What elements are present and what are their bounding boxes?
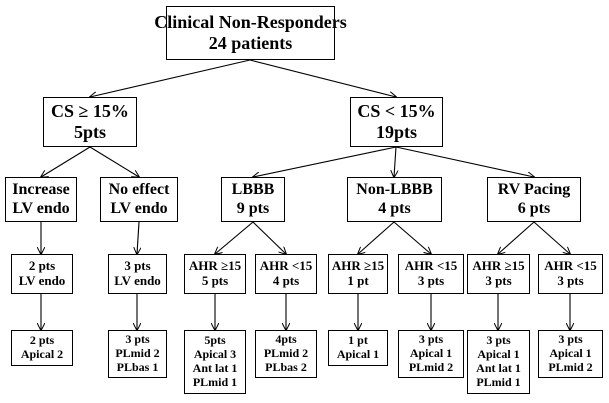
- node-noeffect-result: 3 pts PLmid 2 PLbas 1: [108, 330, 167, 378]
- node-noeffect-line-1: No effect: [108, 181, 170, 199]
- node-rv-lo-line-2: 3 pts: [557, 273, 584, 288]
- node-non-lo-res-line-2: Apical 1: [409, 346, 453, 361]
- node-rv-lo-res-line-1: 3 pts: [558, 332, 583, 347]
- edge-cs-low-to-nonlbbb: [394, 146, 396, 177]
- node-rvpacing-line-2: 6 pts: [517, 199, 551, 217]
- edge-cs-high-to-increase: [41, 146, 91, 177]
- node-lbbb-lo-line-2: 4 pts: [272, 273, 300, 288]
- node-nonlbbb-line-2: 4 pts: [378, 199, 411, 217]
- node-lbbb-line-1: LBBB: [231, 181, 275, 199]
- edge-cs-low-to-rvpacing: [395, 146, 534, 177]
- node-inc-pts-line-1: 2 pts: [28, 258, 56, 274]
- node-non-ahr-low: AHR <15 3 pts: [398, 254, 464, 294]
- node-lbbb-low-result: 4pts PLmid 2 PLbas 2: [255, 330, 317, 378]
- node-root-line-2: 24 patients: [208, 33, 293, 53]
- node-increase-pts: 2 pts LV endo: [11, 254, 73, 294]
- node-noeffect-line-2: LV endo: [110, 199, 168, 217]
- node-non-low-result: 3 pts Apical 1 PLmid 2: [398, 330, 464, 378]
- node-non-hi-res-line-1: 1 pt: [348, 333, 368, 348]
- node-rv-ahr-high: AHR ≥15 3 pts: [467, 254, 530, 294]
- node-inc-res-line-1: 2 pts: [29, 333, 55, 348]
- node-non-ahr-high: AHR ≥15 1 pt: [328, 254, 388, 294]
- node-rv-hi-line-2: 3 pts: [485, 273, 512, 288]
- node-lbbb-hi-res-line-3: Ant lat 1: [192, 361, 238, 375]
- node-noeffect-pts: 3 pts LV endo: [108, 254, 167, 294]
- node-inc-res-line-2: Apical 2: [20, 347, 64, 361]
- node-rv-hi-res-line-1: 3 pts: [486, 333, 511, 348]
- node-cs-high-line-1: CS ≥ 15%: [51, 101, 129, 122]
- node-cs-high: CS ≥ 15% 5pts: [43, 97, 137, 147]
- edge-root-to-cs-low: [249, 59, 396, 97]
- edge-noeffect-to-pts: [137, 221, 139, 254]
- node-cs-high-line-2: 5pts: [73, 122, 106, 142]
- node-noe-pts-line-2: LV endo: [114, 273, 161, 288]
- node-cs-low: CS < 15% 19pts: [350, 97, 443, 147]
- node-rv-hi-res-line-3: Ant lat 1: [476, 361, 521, 375]
- node-lbbb-hi-res-line-1: 5pts: [204, 333, 226, 348]
- node-rv-lo-res-line-3: PLmid 2: [548, 359, 593, 374]
- node-increase-line-1: Increase: [12, 181, 70, 199]
- node-non-hi-res-line-2: Apical 1: [336, 347, 380, 361]
- node-non-hi-line-2: 1 pt: [347, 273, 369, 288]
- edge-lbbb-to-ahr-low: [252, 221, 286, 254]
- node-lbbb-line-2: 9 pts: [236, 199, 270, 217]
- node-rv-low-result: 3 pts Apical 1 PLmid 2: [538, 330, 603, 378]
- node-cs-low-line-2: 19pts: [375, 122, 417, 142]
- node-lbbb-ahr-high: AHR ≥15 5 pts: [184, 254, 246, 294]
- node-lbbb-hi-res-line-4: PLmid 1: [192, 374, 238, 389]
- node-lbbb-hi-res-line-2: Apical 3: [193, 347, 237, 362]
- node-noe-pts-line-1: 3 pts: [124, 258, 151, 274]
- node-lbbb-lo-res-line-1: 4pts: [275, 332, 297, 347]
- node-lbbb-hi-line-1: AHR ≥15: [188, 258, 242, 274]
- node-rv-pacing: RV Pacing 6 pts: [487, 177, 581, 222]
- node-increase-line-2: LV endo: [12, 199, 70, 217]
- node-no-effect-lv-endo: No effect LV endo: [100, 177, 178, 222]
- node-lbbb-lo-res-line-2: PLmid 2: [263, 346, 309, 361]
- node-non-lo-line-1: AHR <15: [404, 258, 458, 274]
- edge-lbbb-to-ahr-high: [215, 221, 254, 254]
- edge-cs-high-to-noeffect: [89, 146, 139, 177]
- node-noe-res-line-1: 3 pts: [125, 332, 150, 347]
- node-root-line-1: Clinical Non-Responders: [154, 12, 347, 33]
- node-noe-res-line-2: PLmid 2: [115, 346, 160, 361]
- node-cs-low-line-1: CS < 15%: [357, 101, 436, 122]
- node-lbbb-hi-line-2: 5 pts: [201, 273, 229, 288]
- node-lbbb-lo-line-1: AHR <15: [259, 258, 313, 274]
- node-lbbb-high-result: 5pts Apical 3 Ant lat 1 PLmid 1: [184, 330, 246, 394]
- node-non-high-result: 1 pt Apical 1: [328, 330, 388, 366]
- node-lbbb: LBBB 9 pts: [221, 177, 285, 222]
- node-increase-lv-endo: Increase LV endo: [5, 177, 77, 222]
- node-root: Clinical Non-Responders 24 patients: [154, 6, 347, 60]
- edge-cs-low-to-lbbb: [253, 146, 397, 177]
- node-rv-lo-res-line-2: Apical 1: [549, 346, 592, 361]
- node-non-hi-line-1: AHR ≥15: [331, 258, 385, 274]
- node-rv-hi-res-line-2: Apical 1: [477, 347, 520, 362]
- node-non-lbbb: Non-LBBB 4 pts: [347, 177, 442, 222]
- edge-rv-to-ahr-low: [533, 221, 570, 254]
- edge-root-to-cs-high: [90, 59, 251, 97]
- node-rvpacing-line-1: RV Pacing: [497, 181, 571, 199]
- node-lbbb-ahr-low: AHR <15 4 pts: [255, 254, 317, 294]
- node-rv-high-result: 3 pts Apical 1 Ant lat 1 PLmid 1: [467, 330, 530, 394]
- node-inc-pts-line-2: LV endo: [18, 273, 66, 288]
- node-lbbb-lo-res-line-3: PLbas 2: [265, 359, 307, 374]
- edge-nonlbbb-to-ahr-low: [393, 221, 431, 254]
- node-non-lo-line-2: 3 pts: [417, 273, 445, 288]
- node-increase-result: 2 pts Apical 2: [11, 330, 73, 366]
- edge-rv-to-ahr-high: [498, 221, 535, 254]
- edge-nonlbbb-to-ahr-high: [358, 221, 395, 254]
- node-rv-lo-line-1: AHR <15: [544, 258, 597, 274]
- node-rv-hi-line-1: AHR ≥15: [472, 258, 525, 274]
- node-rv-ahr-low: AHR <15 3 pts: [538, 254, 603, 294]
- node-nonlbbb-line-1: Non-LBBB: [356, 181, 433, 199]
- node-rv-hi-res-line-4: PLmid 1: [476, 374, 521, 389]
- node-non-lo-res-line-3: PLmid 2: [408, 359, 454, 374]
- node-noe-res-line-3: PLbas 1: [116, 359, 159, 374]
- node-non-lo-res-line-1: 3 pts: [418, 332, 444, 347]
